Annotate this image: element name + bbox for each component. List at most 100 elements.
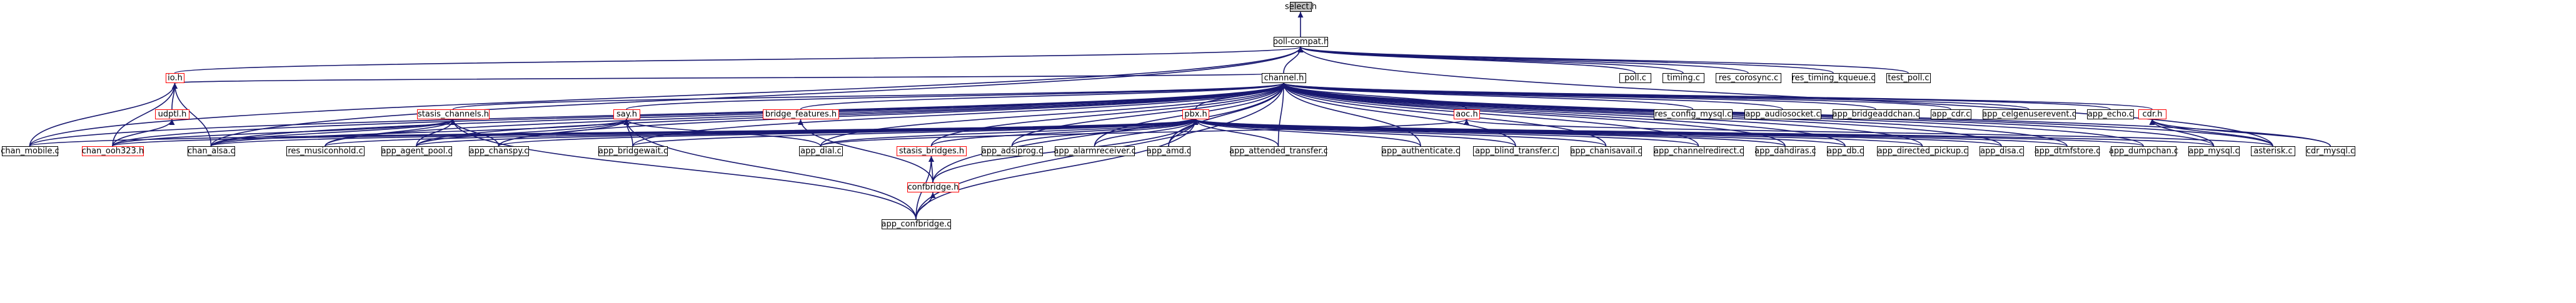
- node-res-corosync-c[interactable]: res_corosync.c: [1716, 73, 1781, 83]
- node-res-musiconhold-c[interactable]: res_musiconhold.c: [286, 146, 365, 156]
- node-res-config-mysql-c[interactable]: res_config_mysql.c: [1654, 109, 1733, 119]
- node-asterisk-c[interactable]: asterisk.c: [2251, 146, 2295, 156]
- edge-app_chanspy_c-to-say_h: [498, 119, 630, 147]
- node-label: bridge_features.h: [765, 110, 837, 119]
- node-app-confbridge-c[interactable]: app_confbridge.c: [882, 219, 952, 229]
- node-app-dtmfstore-c[interactable]: app_dtmfstore.c: [2035, 146, 2101, 156]
- node-label: app_db.c: [1827, 147, 1864, 156]
- node-box: [1055, 146, 1135, 156]
- edge-app_celgenuserevent_c-to-channel_h: [1281, 82, 2030, 110]
- edge-res_musiconhold_c-to-stasis_channels_h: [325, 119, 456, 147]
- node-box: [417, 109, 490, 119]
- node-stasis-channels-h[interactable]: stasis_channels.h: [417, 109, 490, 119]
- node-poll-compat-h[interactable]: poll-compat.h: [1273, 37, 1329, 47]
- node-box: [1716, 73, 1781, 83]
- node-res-timing-kqueue-c[interactable]: res_timing_kqueue.c: [1792, 73, 1876, 83]
- node-app-mysql-c[interactable]: app_mysql.c: [2188, 146, 2240, 156]
- node-bridge-features-h[interactable]: bridge_features.h: [763, 109, 839, 119]
- node-app-authenticate-c[interactable]: app_authenticate.c: [1382, 146, 1460, 156]
- node-udptl-h[interactable]: udptl.h: [155, 109, 189, 119]
- node-test-poll-c[interactable]: test_poll.c: [1886, 73, 1931, 83]
- node-label: app_disa.c: [1980, 147, 2023, 156]
- node-app-agent-pool-c[interactable]: app_agent_pool.c: [381, 146, 453, 156]
- node-app-audiosocket-c[interactable]: app_audiosocket.c: [1744, 109, 1821, 119]
- node-box: [1931, 109, 1971, 119]
- node-chan-ooh323-h[interactable]: chan_ooh323.h: [82, 146, 144, 156]
- edge-res_config_mysql_c-to-channel_h: [1280, 82, 1694, 110]
- node-timing-c[interactable]: timing.c: [1663, 73, 1704, 83]
- node-chan-alsa-c[interactable]: chan_alsa.c: [188, 146, 235, 156]
- node-label: asterisk.c: [2253, 147, 2292, 156]
- node-chan-mobile-c[interactable]: chan_mobile.c: [1, 146, 59, 156]
- node-box: [1571, 146, 1642, 156]
- edge-chan_ooh323_h-to-stasis_channels_h: [112, 119, 456, 147]
- node-label: app_directed_pickup.c: [1878, 147, 1968, 156]
- node-box: [1454, 109, 1480, 119]
- node-label: app_mysql.c: [2188, 147, 2239, 156]
- node-io-h[interactable]: io.h: [166, 73, 184, 83]
- node-label: io.h: [168, 74, 183, 83]
- node-app-bridgewait-c[interactable]: app_bridgewait.c: [598, 146, 668, 156]
- node-app-adsiprog-c[interactable]: app_adsiprog.c: [982, 146, 1043, 156]
- node-app-celgenuserevent-c[interactable]: app_celgenuserevent.c: [1982, 109, 2076, 119]
- node-label: app_dahdiras.c: [1754, 147, 1816, 156]
- node-label: app_adsiprog.c: [982, 147, 1043, 156]
- node-app-dahdiras-c[interactable]: app_dahdiras.c: [1754, 146, 1816, 156]
- edge-app_bridgewait_c-to-pbx_h: [632, 119, 1199, 147]
- node-label: app_chanspy.c: [470, 147, 529, 156]
- node-box: [1654, 109, 1733, 119]
- edge-chan_ooh323_h-to-io_h: [112, 82, 178, 147]
- node-app-disa-c[interactable]: app_disa.c: [1980, 146, 2024, 156]
- node-box: [1980, 146, 2024, 156]
- node-app-directed-pickup-c[interactable]: app_directed_pickup.c: [1877, 146, 1968, 156]
- node-app-chanisavail-c[interactable]: app_chanisavail.c: [1570, 146, 1643, 156]
- node-box: [1619, 73, 1651, 83]
- node-box: [1147, 146, 1190, 156]
- edge-cdr_h-to-channel_h: [1281, 82, 2153, 110]
- node-app-dumpchan-c[interactable]: app_dumpchan.c: [2109, 146, 2178, 156]
- node-cdr-mysql-c[interactable]: cdr_mysql.c: [2306, 146, 2355, 156]
- node-box: [1886, 73, 1931, 83]
- node-box: [2087, 109, 2134, 119]
- edge-app_mysql_c-to-pbx_h: [1193, 119, 2215, 147]
- node-poll-c[interactable]: poll.c: [1619, 73, 1651, 83]
- node-app-blind-transfer-c[interactable]: app_blind_transfer.c: [1473, 146, 1559, 156]
- node-confbridge-h[interactable]: confbridge.h: [907, 182, 959, 192]
- node-stasis-bridges-h[interactable]: stasis_bridges.h: [897, 146, 967, 156]
- node-label: poll-compat.h: [1273, 37, 1329, 47]
- node-label: res_corosync.c: [1719, 74, 1779, 83]
- node-app-chanspy-c[interactable]: app_chanspy.c: [469, 146, 529, 156]
- node-pbx-h[interactable]: pbx.h: [1182, 109, 1209, 119]
- edge-chan_alsa_c-to-say_h: [210, 119, 630, 147]
- node-app-cdr-c[interactable]: app_cdr.c: [1931, 109, 1971, 119]
- node-box: [907, 182, 959, 192]
- edge-app_dial_c-to-aoc_h: [820, 119, 1469, 147]
- node-app-attended-transfer-c[interactable]: app_attended_transfer.c: [1229, 146, 1328, 156]
- node-label: app_dumpchan.c: [2109, 147, 2178, 156]
- node-app-amd-c[interactable]: app_amd.c: [1147, 146, 1191, 156]
- edge-app_directed_pickup_c-to-channel_h: [1280, 82, 1923, 147]
- node-say-h[interactable]: say.h: [613, 109, 640, 119]
- node-aoc-h[interactable]: aoc.h: [1454, 109, 1480, 119]
- node-cdr-h[interactable]: cdr.h: [2138, 109, 2166, 119]
- node-app-bridgeaddchan-c[interactable]: app_bridgeaddchan.c: [1832, 109, 1920, 119]
- node-box: [188, 146, 235, 156]
- node-app-alarmreceiver-c[interactable]: app_alarmreceiver.c: [1054, 146, 1136, 156]
- node-channel-h[interactable]: channel.h: [1262, 73, 1306, 83]
- edge-asterisk_c-to-aoc_h: [1464, 119, 2273, 147]
- node-box: [2188, 146, 2240, 156]
- node-label: app_bridgewait.c: [598, 147, 668, 156]
- node-box: [166, 73, 184, 83]
- edge-asterisk_c-to-cdr_h: [2149, 119, 2273, 147]
- node-app-db-c[interactable]: app_db.c: [1827, 146, 1864, 156]
- node-app-channelredirect-c[interactable]: app_channelredirect.c: [1654, 146, 1744, 156]
- node-box: [2306, 146, 2355, 156]
- node-app-echo-c[interactable]: app_echo.c: [2087, 109, 2134, 119]
- node-app-dial-c[interactable]: app_dial.c: [799, 146, 843, 156]
- node-box: [1983, 109, 2076, 119]
- node-label: app_chanisavail.c: [1570, 147, 1642, 156]
- node-label: app_agent_pool.c: [381, 147, 452, 156]
- node-box: [1792, 73, 1875, 83]
- edge-cdr_mysql_c-to-cdr_h: [2149, 119, 2331, 147]
- edge-app_adsiprog_c-to-pbx_h: [1011, 119, 1199, 147]
